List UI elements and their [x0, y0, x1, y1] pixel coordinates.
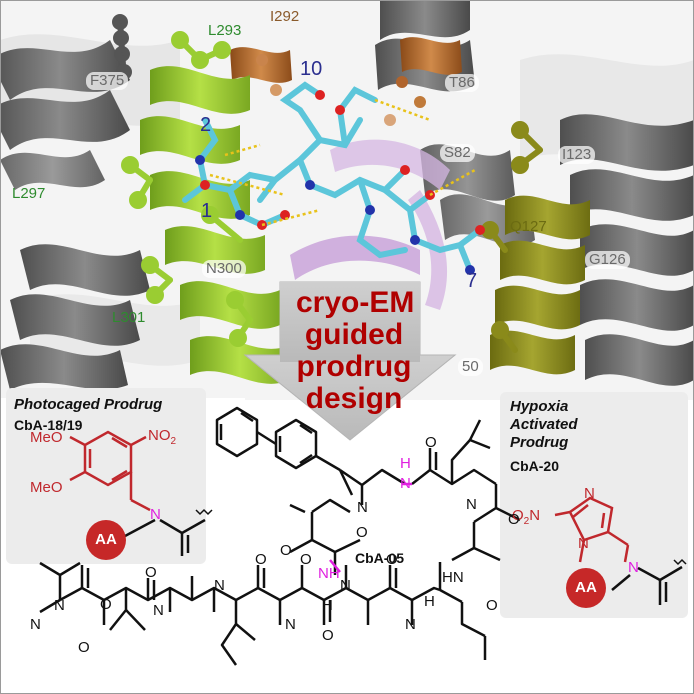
main-n-label: N [214, 577, 225, 594]
side-chains [112, 14, 543, 353]
photocaged-code: CbA-18/19 [14, 417, 83, 433]
hypoxia-nitro: O2N [512, 508, 540, 530]
arrow-caption-line-2: guided [304, 318, 404, 351]
main-o-label: O [145, 564, 157, 581]
main-n-label: N [340, 577, 351, 594]
photocaged-nitro-text: NO [148, 427, 171, 444]
hypoxia-code: CbA-20 [510, 458, 560, 474]
main-n-label: N [30, 616, 41, 633]
main-o-label: O [78, 639, 90, 656]
arrow-caption-line-4: design [305, 382, 403, 415]
hydrogen-bonds [209, 98, 476, 227]
hypoxia-ring-n-bottom: N [578, 535, 589, 552]
hypoxia-title-line-3: Prodrug [510, 434, 569, 451]
helix-bottom-left [0, 244, 150, 390]
residue-label-i123: I123 [558, 146, 596, 164]
main-o-label: O [425, 434, 437, 451]
helix-lime [140, 66, 290, 384]
main-o-label: O [486, 597, 498, 614]
helix-olive [490, 195, 590, 375]
residue-label-l297: L297 [12, 185, 46, 202]
residue-label-l301: L301 [112, 309, 146, 326]
hypoxia-title-line-1: Hypoxia [510, 398, 569, 415]
ligand-sticks [182, 81, 483, 273]
main-h-label: H [322, 597, 333, 614]
hypoxia-panel-bg [500, 392, 688, 618]
macrocycle-skeleton [39, 406, 521, 666]
helix-orange [230, 37, 462, 126]
main-o-label: O [508, 511, 520, 528]
main-n-label: N [357, 499, 368, 516]
residue-label-g126: G126 [585, 251, 630, 269]
hypoxia-wavy-bond [673, 558, 687, 566]
photocaged-title: Photocaged Prodrug [14, 396, 163, 413]
hypoxia-nitro-sub: 2 [523, 516, 530, 527]
arrow-caption-line-3: prodrug [296, 350, 412, 383]
ligand-number-2: 2 [200, 114, 212, 136]
main-o-label: O [356, 524, 368, 541]
hypoxia-nitro-suffix: N [529, 507, 541, 524]
residue-label-fragment-50: 50 [458, 358, 483, 376]
main-nh-top-h: H [400, 455, 411, 472]
ligand-number-1: 1 [201, 200, 213, 222]
main-n-label: N [466, 496, 477, 513]
photocaged-structure [69, 430, 151, 512]
helix-right [560, 114, 694, 386]
residue-label-s82: S82 [440, 144, 475, 162]
photocaged-aa-circle: AA [86, 520, 126, 560]
helix-left [0, 40, 130, 190]
arrow-caption-line-1: cryo-EM [296, 286, 415, 319]
residue-label-i292: I292 [270, 8, 300, 25]
photocaged-nitro: NO2 [148, 428, 176, 450]
arrow-caption: cryo-EM guided prodrug design [296, 286, 415, 415]
main-nh-top-n: N [400, 475, 411, 492]
nh-highlights [329, 482, 412, 573]
hypoxia-tail [611, 565, 683, 605]
main-hn-right: HN [442, 569, 464, 586]
main-n-label: N [153, 602, 164, 619]
photocaged-nitro-sub: 2 [170, 436, 177, 447]
photocaged-meo-top: MeO [30, 429, 63, 446]
residue-label-t86: T86 [445, 74, 479, 92]
main-n-label: N [285, 616, 296, 633]
residue-label-q127: Q127 [510, 218, 547, 235]
photocaged-n-label: N [150, 506, 161, 523]
hypoxia-aa-circle: AA [566, 568, 606, 608]
photocaged-panel-bg [6, 388, 206, 564]
hypoxia-n-label: N [628, 559, 639, 576]
residue-label-n300: N300 [202, 260, 246, 278]
main-o-label: O [280, 542, 292, 559]
ligand-number-7: 7 [466, 270, 478, 292]
photocaged-tail [124, 518, 206, 556]
main-o-label: O [386, 551, 398, 568]
main-h-label: H [424, 593, 435, 610]
photocaged-meo-bottom: MeO [30, 479, 63, 496]
hypoxia-nitro-prefix: O [512, 507, 524, 524]
photocaged-wavy-bond [195, 508, 213, 516]
hypoxia-title-line-2: Activated [510, 416, 578, 433]
main-n-label: N [54, 597, 65, 614]
residue-label-f375: F375 [86, 72, 129, 90]
main-o-label: O [255, 551, 267, 568]
main-code: CbA-05 [355, 550, 405, 566]
hypoxia-ring-n-top: N [584, 485, 595, 502]
main-nh-left: NH [318, 565, 340, 582]
main-o-label: O [322, 627, 334, 644]
residue-label-l293: L293 [208, 22, 242, 39]
main-o-label: O [300, 551, 312, 568]
ligand-number-10: 10 [300, 58, 323, 80]
main-n-label: N [405, 616, 416, 633]
hypoxia-ring [554, 496, 630, 563]
main-o-label: O [100, 596, 112, 613]
loop-purple [290, 139, 450, 310]
